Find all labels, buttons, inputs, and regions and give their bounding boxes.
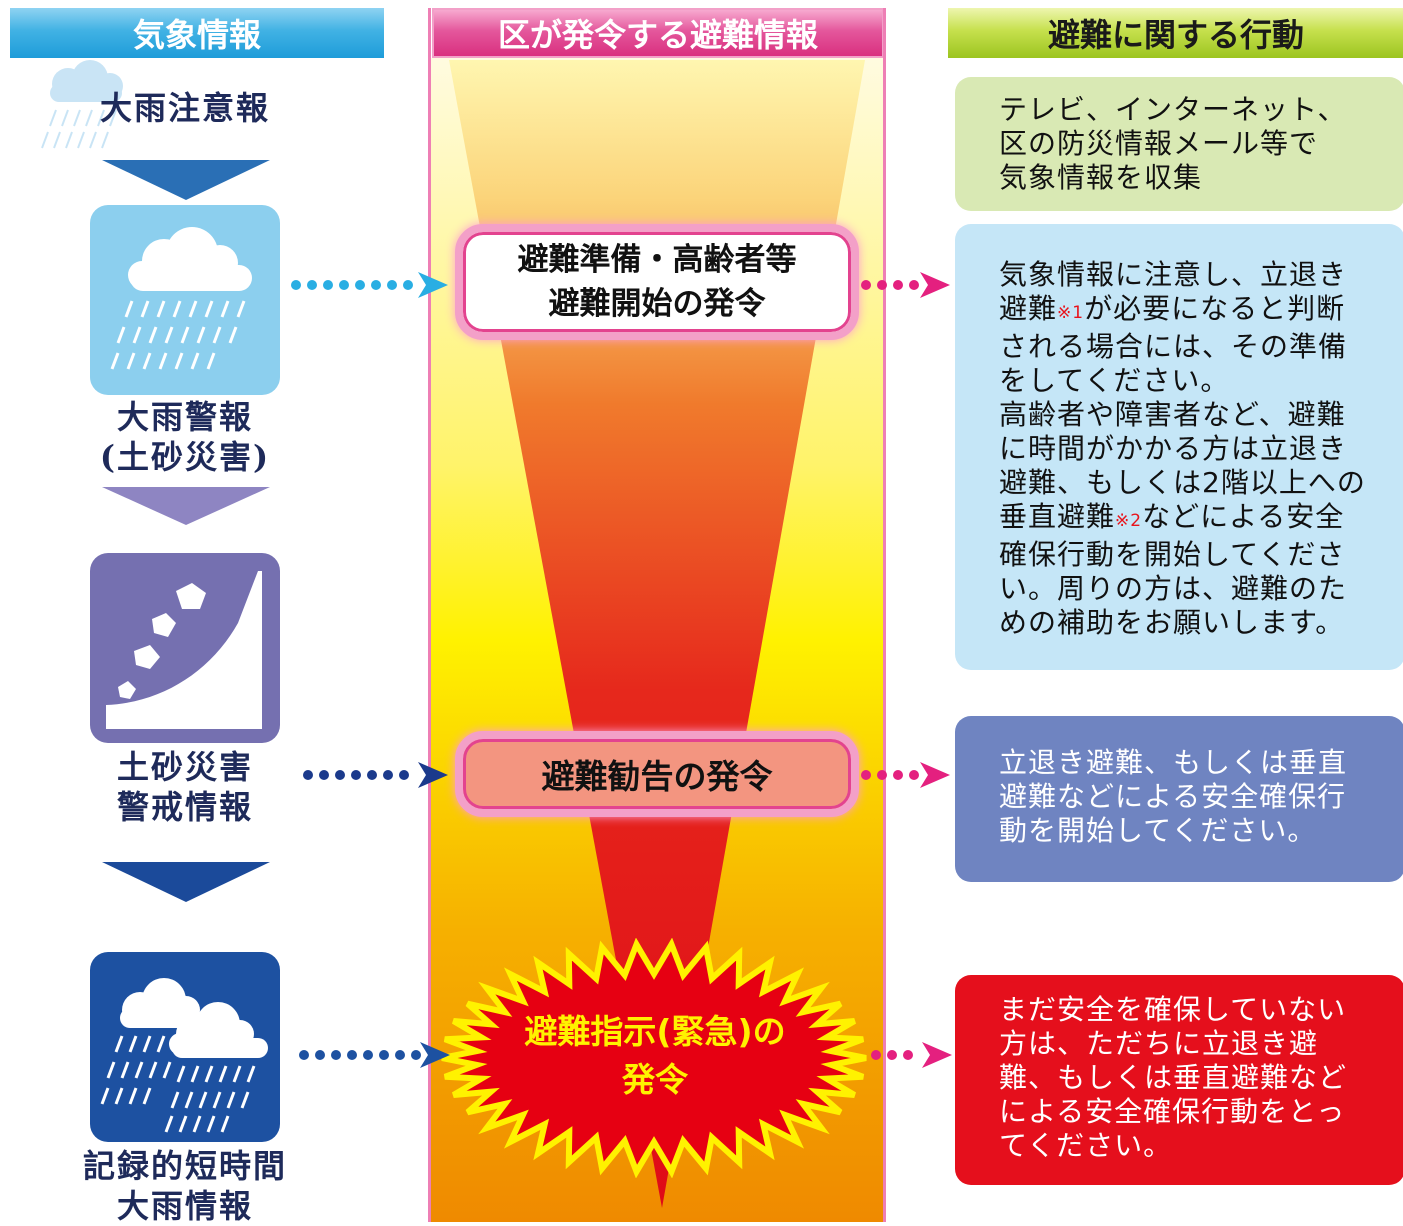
down-arrow-3 xyxy=(102,862,270,902)
action-prepare-line2b: が必要になると判断 xyxy=(1084,292,1346,325)
connector-emergency-to-action xyxy=(871,1042,952,1068)
action-collect-line3: 気象情報を収集 xyxy=(999,161,1203,194)
action-advise-line1: 立退き避難、もしくは垂直 xyxy=(999,746,1348,779)
weather-warning: 大雨警報 (土砂災害) xyxy=(75,397,295,477)
order-prepare-line2: 避難開始の発令 xyxy=(548,286,766,322)
action-prepare-line8a: 垂直避難 xyxy=(999,500,1116,533)
weather-warning-line2: (土砂災害) xyxy=(99,438,271,476)
landslide-icon xyxy=(90,553,280,743)
order-emergency-line2: 発令 xyxy=(622,1060,688,1099)
connector-landslide-to-advise xyxy=(303,762,448,788)
header-actions: 避難に関する行動 xyxy=(948,8,1403,58)
action-collect: テレビ、インターネット、 区の防災情報メール等で 気象情報を収集 xyxy=(955,77,1403,211)
order-prepare-line1: 避難準備・高齢者等 xyxy=(517,242,797,278)
action-emergency: まだ安全を確保していない 方は、ただちに立退き避 難、もしくは垂直避難など によ… xyxy=(955,975,1403,1185)
note-2: ※2 xyxy=(1115,511,1143,531)
weather-record-line1: 記録的短時間 xyxy=(82,1147,287,1185)
action-emergency-line3: 難、もしくは垂直避難など xyxy=(999,1061,1348,1094)
connector-warning-to-prepare xyxy=(291,272,448,298)
action-emergency-line2: 方は、ただちに立退き避 xyxy=(999,1027,1319,1060)
note-1: ※1 xyxy=(1057,303,1085,323)
weather-landslide: 土砂災害 警戒情報 xyxy=(75,747,295,827)
action-prepare-line11: めの補助をお願いします。 xyxy=(999,606,1345,639)
order-advise-label: 避難勧告の発令 xyxy=(541,757,773,796)
order-emergency: 避難指示(緊急)の 発令 xyxy=(470,1008,840,1104)
action-prepare-line8b: などによる安全 xyxy=(1142,500,1345,533)
connector-record-to-emergency xyxy=(299,1042,450,1068)
header-evacuation-info: 区が発令する避難情報 xyxy=(432,8,884,58)
action-collect-line2: 区の防災情報メール等で xyxy=(999,127,1319,160)
connector-advise-to-action xyxy=(861,762,950,788)
rain-cloud-small-icon xyxy=(41,60,123,149)
connector-prepare-to-action xyxy=(861,272,950,298)
weather-record-rain: 記録的短時間 大雨情報 xyxy=(60,1146,310,1226)
action-prepare-line2a: 避難 xyxy=(999,292,1058,325)
header-weather: 気象情報 xyxy=(10,8,384,58)
record-heavy-rain-icon xyxy=(90,952,280,1142)
action-prepare-line10: い。周りの方は、避難のた xyxy=(999,572,1348,605)
weather-advisory: 大雨注意報 xyxy=(99,89,270,127)
heavy-rain-icon xyxy=(90,205,280,395)
action-prepare-line5: 高齢者や障害者など、避難 xyxy=(999,398,1346,431)
action-prepare-line3: される場合には、その準備 xyxy=(999,330,1348,363)
action-prepare: 気象情報に注意し、立退き 避難※1が必要になると判断 される場合には、その準備 … xyxy=(955,224,1403,670)
action-prepare-line7: 避難、もしくは2階以上への xyxy=(999,466,1366,499)
weather-landslide-line2: 警戒情報 xyxy=(116,788,253,826)
action-advise: 立退き避難、もしくは垂直 避難などによる安全確保行 動を開始してください。 xyxy=(955,716,1403,882)
down-arrow-1 xyxy=(102,160,270,200)
weather-record-line2: 大雨情報 xyxy=(116,1187,253,1225)
weather-landslide-line1: 土砂災害 xyxy=(116,748,253,786)
action-emergency-line4: による安全確保行動をとっ xyxy=(999,1095,1346,1128)
order-advise: 避難勧告の発令 xyxy=(455,731,859,817)
action-prepare-line4: をしてください。 xyxy=(999,364,1230,397)
action-prepare-line6: に時間がかかる方は立退き xyxy=(999,432,1348,465)
action-emergency-line5: てください。 xyxy=(999,1129,1173,1162)
action-advise-line3: 動を開始してください。 xyxy=(999,814,1317,847)
action-prepare-line1: 気象情報に注意し、立退き xyxy=(999,258,1348,291)
weather-warning-line1: 大雨警報 xyxy=(116,398,253,436)
down-arrow-2 xyxy=(102,487,270,525)
action-collect-line1: テレビ、インターネット、 xyxy=(999,93,1347,126)
action-prepare-line2: 避難※1が必要になると判断 xyxy=(999,292,1403,330)
action-emergency-line1: まだ安全を確保していない xyxy=(999,993,1347,1026)
action-prepare-line9: 確保行動を開始してくださ xyxy=(999,538,1346,571)
order-prepare: 避難準備・高齢者等 避難開始の発令 xyxy=(455,224,859,340)
action-prepare-line8: 垂直避難※2などによる安全 xyxy=(999,500,1403,538)
order-emergency-line1: 避難指示(緊急)の xyxy=(524,1012,786,1051)
action-advise-line2: 避難などによる安全確保行 xyxy=(999,780,1347,813)
